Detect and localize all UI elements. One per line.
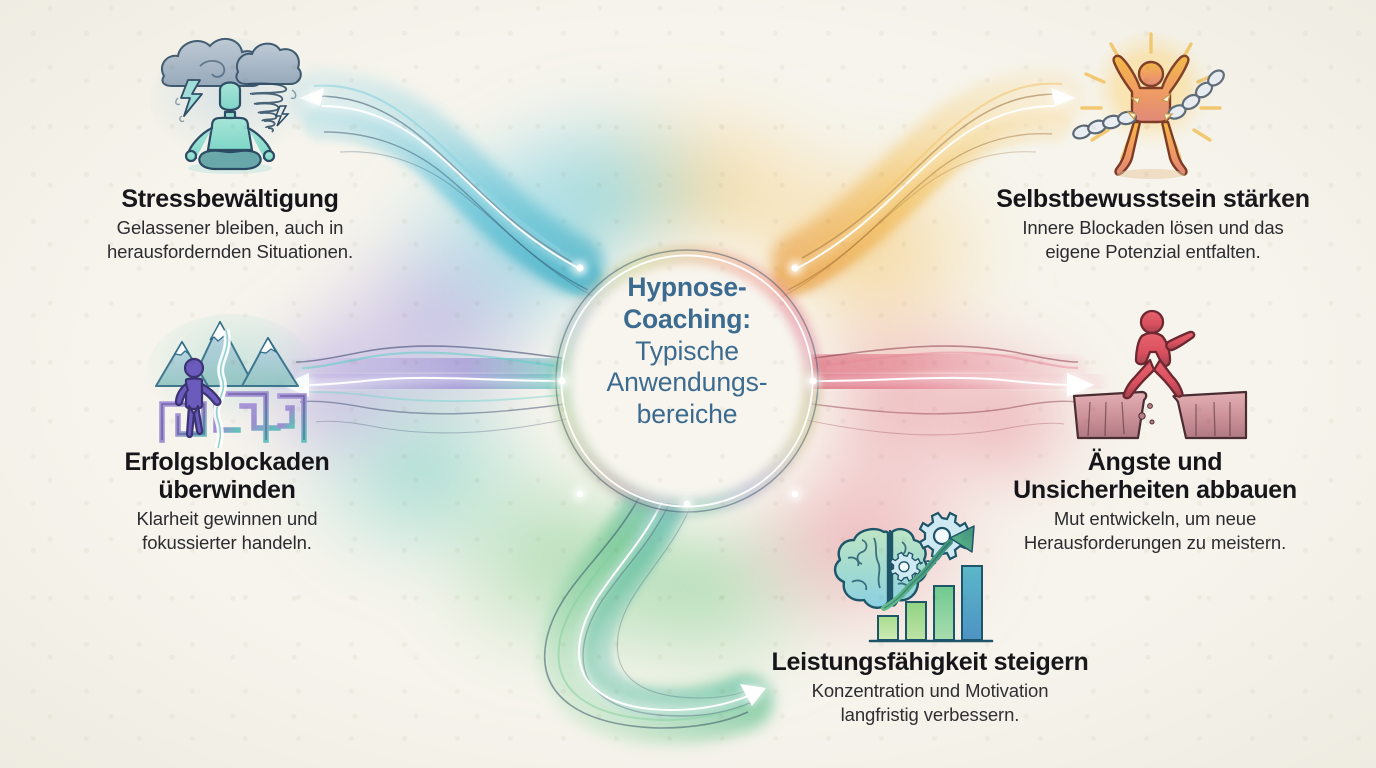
branch-title-fear-line2: Unsicherheiten abbauen bbox=[1013, 476, 1297, 504]
branch-desc-self-confidence: Innere Blockaden lösen und das eigene Po… bbox=[958, 216, 1348, 263]
person-leaping-cliff-gap-icon bbox=[1072, 300, 1248, 440]
branch-label-fear: Ängste und Unsicherheiten abbauen Mut en… bbox=[960, 448, 1350, 554]
branch-title-fear-line1: Ängste und bbox=[1087, 448, 1223, 476]
ribbon-success-blocks bbox=[272, 345, 588, 434]
branch-title-stress: Stressbewältigung bbox=[121, 185, 339, 213]
branch-desc-stress: Gelassener bleiben, auch in herausforder… bbox=[54, 216, 406, 263]
branch-label-performance: Leistungsfähigkeit steigern Konzentratio… bbox=[720, 648, 1140, 726]
hub-title-block: Hypnose- Coaching: Typische Anwendungs- … bbox=[562, 272, 812, 431]
branch-desc-success-blocks-line2: fokussierter handeln. bbox=[142, 531, 312, 553]
hub-title-line1: Hypnose- bbox=[627, 272, 747, 302]
branch-desc-performance: Konzentration und Motivation langfristig… bbox=[720, 679, 1140, 726]
branch-desc-self-confidence-line2: eigene Potenzial entfalten. bbox=[1045, 240, 1261, 262]
branch-desc-performance-line1: Konzentration und Motivation bbox=[811, 680, 1049, 701]
meditating-person-storm-cloud-icon bbox=[142, 28, 318, 180]
branch-title-success-blocks: Erfolgsblockaden überwinden bbox=[52, 448, 402, 504]
wash-blobs bbox=[235, 85, 1105, 700]
branch-label-success-blocks: Erfolgsblockaden überwinden Klarheit gew… bbox=[52, 448, 402, 554]
branch-label-self-confidence: Selbstbewusstsein stärken Innere Blockad… bbox=[958, 185, 1348, 263]
hub-subtitle-line3: bereiche bbox=[636, 399, 738, 430]
hub-subtitle-line2: Anwendungs- bbox=[606, 367, 768, 398]
branch-desc-fear: Mut entwickeln, um neue Herausforderunge… bbox=[960, 507, 1350, 554]
branch-title-performance: Leistungsfähigkeit steigern bbox=[771, 648, 1089, 676]
person-maze-mountains-icon bbox=[142, 308, 320, 450]
branch-desc-stress-line2: herausfordernden Situationen. bbox=[106, 240, 353, 262]
branch-desc-performance-line2: langfristig verbessern. bbox=[840, 703, 1020, 725]
branch-desc-self-confidence-line1: Innere Blockaden lösen und das bbox=[1022, 217, 1284, 238]
hub-title-line2: Coaching: bbox=[623, 303, 751, 334]
branch-desc-success-blocks: Klarheit gewinnen und fokussierter hande… bbox=[52, 507, 402, 554]
hub-interior bbox=[563, 257, 811, 505]
branch-title-success-blocks-line2: überwinden bbox=[158, 476, 296, 504]
branch-title-fear: Ängste und Unsicherheiten abbauen bbox=[960, 448, 1350, 504]
person-breaking-chains-icon bbox=[1062, 22, 1240, 182]
branch-title-self-confidence: Selbstbewusstsein stärken bbox=[996, 185, 1310, 213]
branch-title-success-blocks-line1: Erfolgsblockaden bbox=[124, 448, 330, 476]
branch-label-stress: Stressbewältigung Gelassener bleiben, au… bbox=[54, 185, 406, 263]
hub-connection-nodes bbox=[554, 260, 821, 511]
branch-desc-stress-line1: Gelassener bleiben, auch in bbox=[116, 217, 344, 238]
branch-desc-success-blocks-line1: Klarheit gewinnen und bbox=[136, 508, 318, 529]
branch-desc-fear-line1: Mut entwickeln, um neue bbox=[1053, 508, 1257, 529]
branch-desc-fear-line2: Herausforderungen zu meistern. bbox=[1023, 531, 1287, 553]
ribbon-fear bbox=[787, 342, 1102, 436]
hub-subtitle-line1: Typische bbox=[635, 335, 739, 366]
